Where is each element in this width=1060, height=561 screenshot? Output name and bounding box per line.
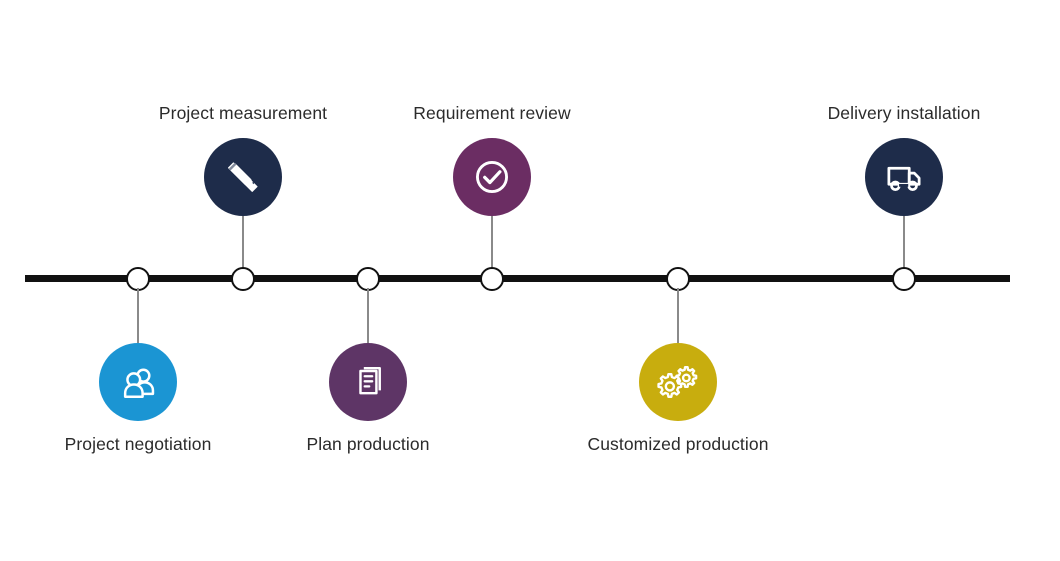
node-disc-plan-production[interactable]	[329, 343, 407, 421]
node-label-customized-production: Customized production	[587, 434, 769, 454]
connector-project-negotiation	[137, 288, 139, 343]
node-disc-project-measurement[interactable]	[204, 138, 282, 216]
timeline-marker-delivery-installation[interactable]	[892, 267, 916, 291]
gears-icon	[655, 359, 701, 405]
check-circle-icon	[469, 154, 515, 200]
node-label-requirement-review: Requirement review	[413, 103, 571, 123]
pencil-ruler-icon	[220, 154, 266, 200]
timeline-marker-project-measurement[interactable]	[231, 267, 255, 291]
timeline-axis	[25, 275, 1010, 282]
timeline-marker-plan-production[interactable]	[356, 267, 380, 291]
connector-project-measurement	[242, 216, 244, 271]
two-people-icon	[115, 359, 161, 405]
node-disc-customized-production[interactable]	[639, 343, 717, 421]
node-label-plan-production: Plan production	[306, 434, 430, 454]
node-disc-requirement-review[interactable]	[453, 138, 531, 216]
timeline-marker-customized-production[interactable]	[666, 267, 690, 291]
documents-icon	[347, 361, 389, 403]
node-label-delivery-installation: Delivery installation	[827, 103, 981, 123]
node-disc-project-negotiation[interactable]	[99, 343, 177, 421]
node-label-project-negotiation: Project negotiation	[64, 434, 212, 454]
node-disc-delivery-installation[interactable]	[865, 138, 943, 216]
timeline-marker-requirement-review[interactable]	[480, 267, 504, 291]
connector-delivery-installation	[903, 216, 905, 271]
connector-customized-production	[677, 288, 679, 343]
node-label-project-measurement: Project measurement	[158, 103, 328, 123]
connector-requirement-review	[491, 216, 493, 271]
delivery-truck-icon	[882, 155, 926, 199]
connector-plan-production	[367, 288, 369, 343]
